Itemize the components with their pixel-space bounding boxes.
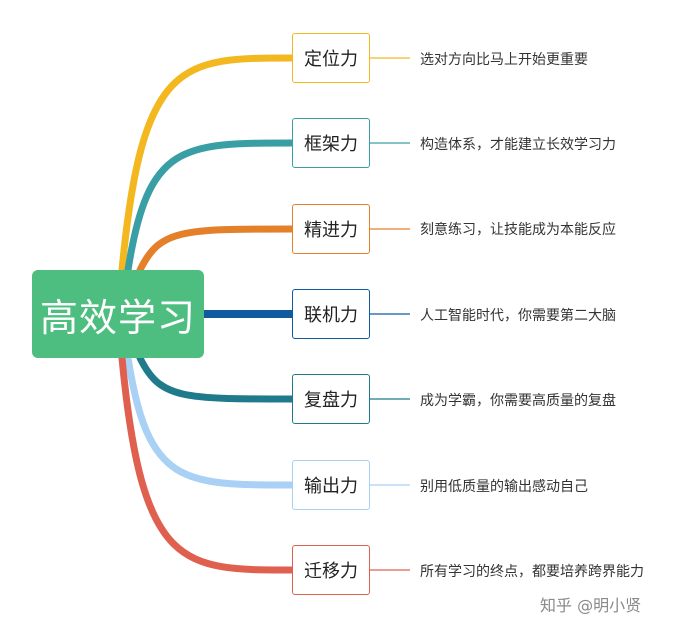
branch-desc-4: 人工智能时代，你需要第二大脑: [420, 308, 616, 324]
branch-line-1: [118, 54, 296, 274]
branch-desc-3: 刻意练习，让技能成为本能反应: [420, 222, 616, 238]
branch-node-1: 定位力: [292, 33, 370, 83]
branch-line-6: [124, 354, 296, 489]
branch-line-5: [136, 354, 296, 403]
branch-line-2: [124, 139, 296, 274]
branch-line-3: [136, 225, 296, 274]
branch-node-7: 迁移力: [292, 545, 370, 595]
branch-desc-1: 选对方向比马上开始更重要: [420, 52, 588, 68]
branch-desc-2: 构造体系，才能建立长效学习力: [420, 137, 616, 153]
branch-desc-6: 别用低质量的输出感动自己: [420, 479, 588, 495]
root-node: 高效学习: [32, 270, 204, 358]
branch-desc-7: 所有学习的终点，都要培养跨界能力: [420, 564, 644, 580]
branch-node-5: 复盘力: [292, 374, 370, 424]
branch-node-6: 输出力: [292, 460, 370, 510]
branch-line-7: [118, 354, 296, 574]
branch-node-3: 精进力: [292, 204, 370, 254]
branch-node-4: 联机力: [292, 289, 370, 339]
branch-node-2: 框架力: [292, 118, 370, 168]
branch-desc-5: 成为学霸，你需要高质量的复盘: [420, 393, 616, 409]
watermark: 知乎 @明小贤: [540, 596, 642, 615]
